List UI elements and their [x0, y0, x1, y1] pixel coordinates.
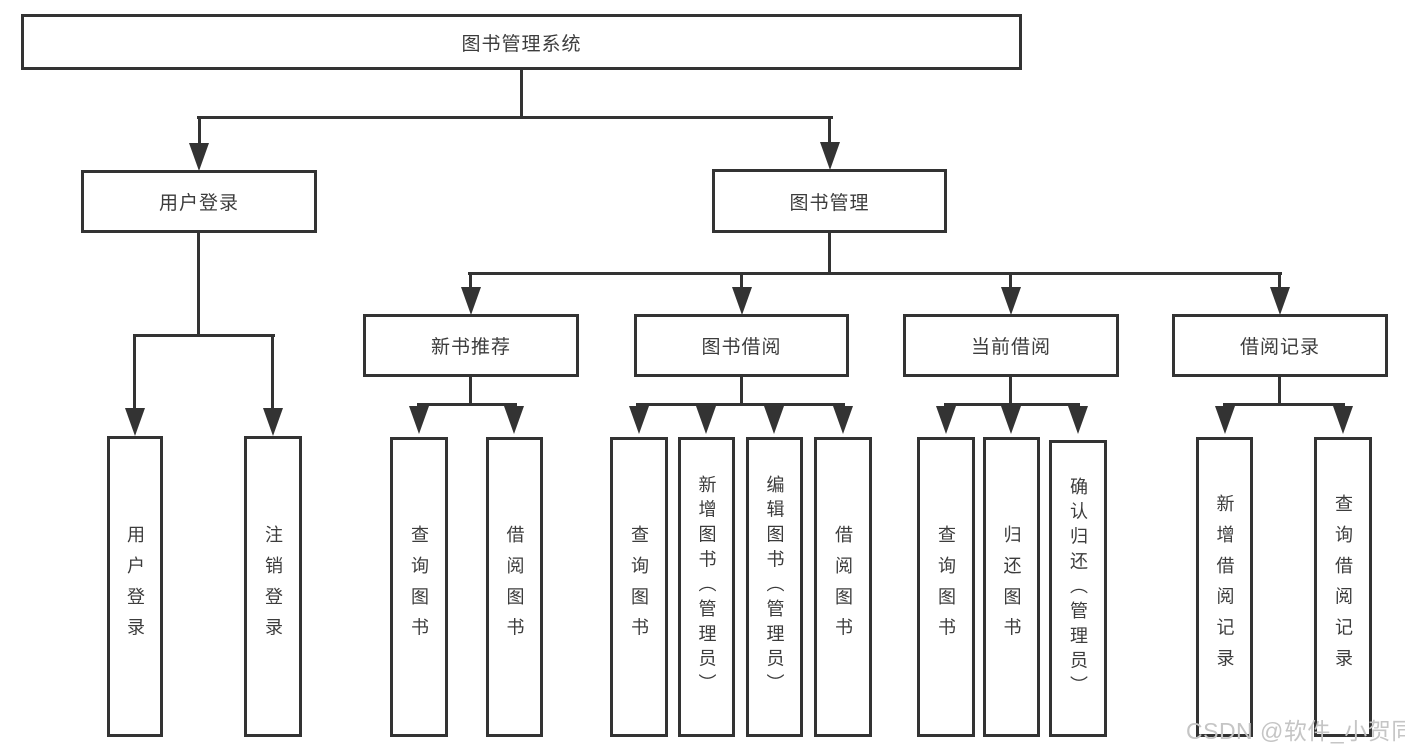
connector-vline	[1009, 377, 1012, 406]
leaf-label: 确认归还（管理员）	[1068, 476, 1088, 701]
connector-vline	[469, 272, 472, 290]
arrow-down-icon	[461, 287, 481, 315]
node-user-login: 用户登录	[81, 170, 317, 233]
node-label: 图书管理	[789, 192, 870, 214]
arrow-down-icon	[409, 406, 429, 434]
node-label: 图书管理系统	[461, 33, 582, 55]
arrow-down-icon	[1270, 287, 1290, 315]
leaf-label: 新增借阅记录	[1214, 494, 1235, 680]
node-label: 图书借阅	[701, 337, 782, 358]
connector-hline	[417, 403, 517, 406]
connector-vline	[828, 233, 831, 274]
arrow-down-icon	[732, 287, 752, 315]
arrow-down-icon	[1001, 287, 1021, 315]
arrow-down-icon	[263, 408, 283, 436]
leaf-label: 编辑图书（管理员）	[764, 475, 785, 699]
node-label: 新书推荐	[430, 337, 511, 358]
connector-vline	[520, 68, 523, 118]
leaf-confirm-return-admin: 确认归还（管理员）	[1049, 440, 1107, 737]
arrow-down-icon	[1068, 406, 1088, 434]
connector-vline	[133, 334, 136, 411]
connector-vline	[198, 116, 201, 147]
leaf-label: 查询借阅记录	[1333, 494, 1353, 680]
connector-hline	[1223, 403, 1345, 406]
leaf-label: 查询图书	[409, 525, 429, 649]
leaf-borrow-books: 借阅图书	[486, 437, 543, 737]
leaf-label: 归还图书	[1001, 525, 1022, 649]
leaf-add-book-admin: 新增图书（管理员）	[678, 437, 735, 737]
arrow-down-icon	[696, 406, 716, 434]
connector-hline	[944, 403, 1080, 406]
leaf-label: 注销登录	[263, 524, 283, 649]
leaf-query-books: 查询图书	[610, 437, 668, 737]
connector-vline	[197, 233, 200, 336]
connector-hline	[468, 272, 1282, 275]
node-borrowing-records: 借阅记录	[1172, 314, 1388, 377]
leaf-query-books: 查询图书	[917, 437, 975, 737]
connector-vline	[1278, 377, 1281, 406]
node-label: 借阅记录	[1239, 337, 1320, 358]
leaf-query-books: 查询图书	[390, 437, 448, 737]
node-book-management: 图书管理	[712, 169, 947, 233]
leaf-label: 新增图书（管理员）	[696, 475, 717, 699]
leaf-add-borrow-record: 新增借阅记录	[1196, 437, 1253, 737]
leaf-label: 借阅图书	[833, 525, 853, 649]
node-current-borrowing: 当前借阅	[903, 314, 1119, 377]
node-book-borrowing: 图书借阅	[634, 314, 849, 377]
connector-vline	[271, 334, 274, 411]
arrow-down-icon	[629, 406, 649, 434]
node-new-book-recommendation: 新书推荐	[363, 314, 579, 377]
connector-vline	[469, 377, 472, 406]
connector-vline	[740, 272, 743, 290]
leaf-logout: 注销登录	[244, 436, 302, 737]
leaf-edit-book-admin: 编辑图书（管理员）	[746, 437, 803, 737]
arrow-down-icon	[125, 408, 145, 436]
leaf-return-book: 归还图书	[983, 437, 1040, 737]
connector-hline	[636, 403, 845, 406]
arrow-down-icon	[833, 406, 853, 434]
leaf-user-login: 用户登录	[107, 436, 163, 737]
arrow-down-icon	[189, 143, 209, 171]
connector-vline	[740, 377, 743, 406]
csdn-watermark: CSDN @软件_小贺同学	[1186, 718, 1405, 744]
connector-vline	[1278, 272, 1281, 290]
node-library-management-system: 图书管理系统	[21, 14, 1022, 70]
connector-vline	[1009, 272, 1012, 290]
arrow-down-icon	[936, 406, 956, 434]
leaf-label: 用户登录	[125, 524, 145, 649]
arrow-down-icon	[1215, 406, 1235, 434]
connector-vline	[828, 116, 831, 147]
arrow-down-icon	[764, 406, 784, 434]
leaf-label: 查询图书	[629, 525, 649, 649]
leaf-label: 借阅图书	[504, 525, 525, 649]
arrow-down-icon	[1333, 406, 1353, 434]
arrow-down-icon	[820, 142, 840, 170]
leaf-label: 查询图书	[936, 525, 956, 649]
leaf-borrow-books: 借阅图书	[814, 437, 872, 737]
node-label: 当前借阅	[970, 337, 1051, 358]
arrow-down-icon	[1001, 406, 1021, 434]
connector-hline	[197, 116, 833, 119]
leaf-query-borrow-record: 查询借阅记录	[1314, 437, 1372, 737]
node-label: 用户登录	[158, 193, 239, 214]
connector-hline	[133, 334, 275, 337]
arrow-down-icon	[504, 406, 524, 434]
